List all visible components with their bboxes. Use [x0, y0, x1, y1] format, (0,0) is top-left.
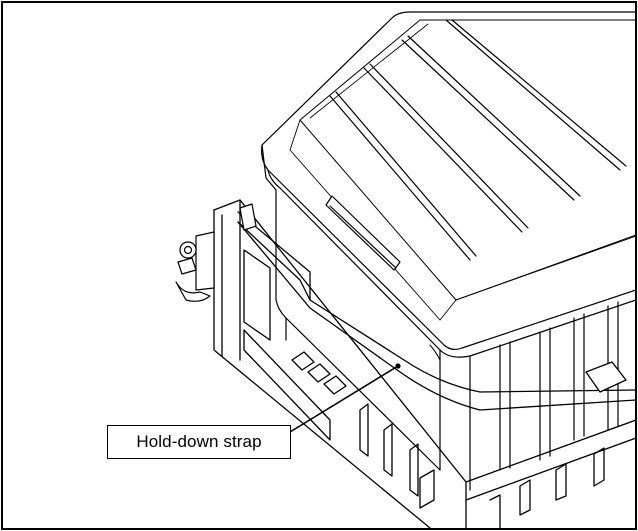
lid-rib-3b [407, 35, 581, 197]
callout-leader-line [289, 365, 399, 433]
lid-rib-4b [451, 19, 627, 167]
box-lid [261, 11, 637, 358]
lid-rib-2 [363, 67, 523, 233]
lid-rib-2b [369, 63, 529, 229]
lid-rib-1 [329, 95, 471, 261]
lid-handle [325, 195, 401, 271]
mounting-tray [213, 199, 637, 529]
side-clamp [175, 203, 257, 302]
callout-dot [395, 363, 401, 369]
lid-rib-3 [401, 39, 575, 201]
lid-rib-1b [335, 91, 477, 257]
hold-down-strap-label: Hold-down strap [107, 425, 291, 459]
hold-down-strap [237, 211, 637, 411]
lid-rib-4 [445, 19, 621, 171]
box-body [275, 189, 619, 491]
